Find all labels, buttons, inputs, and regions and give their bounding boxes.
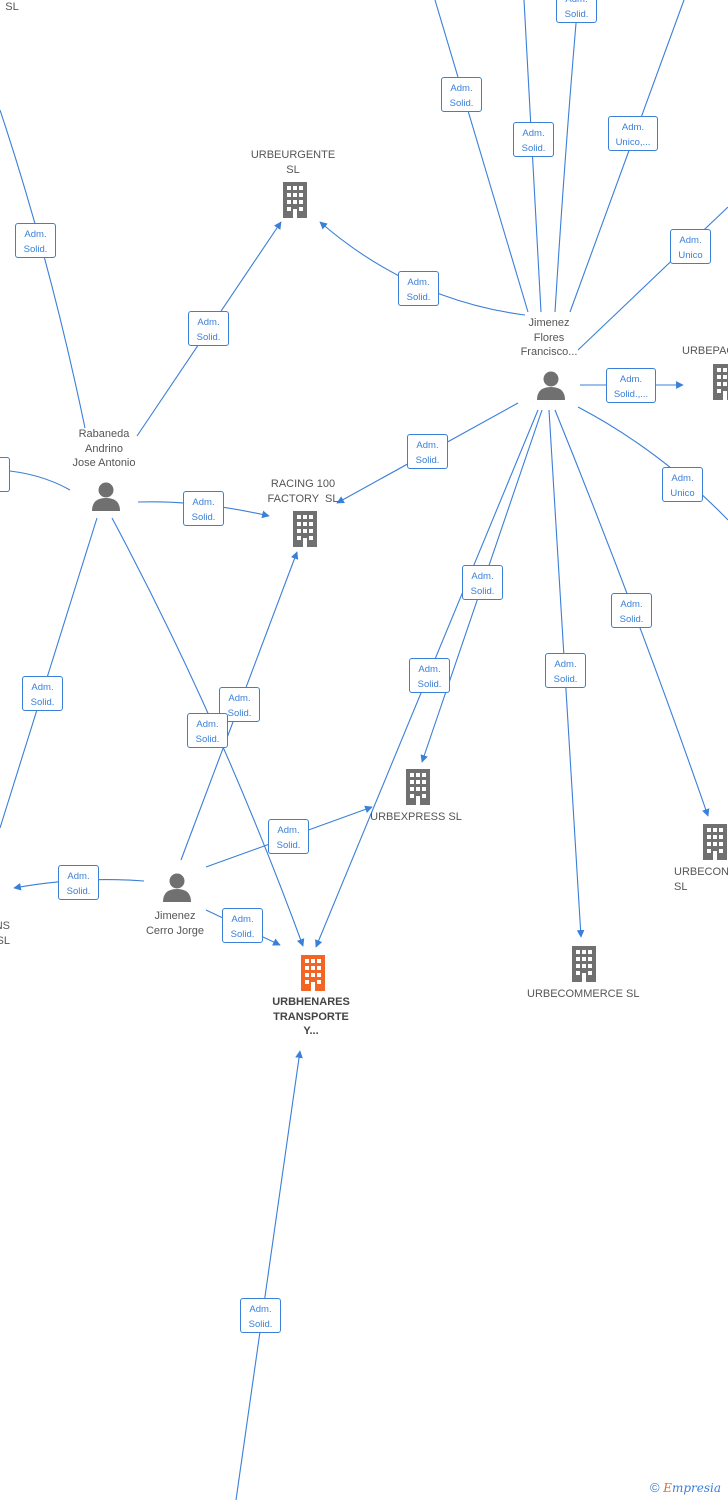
- building-icon[interactable]: [403, 769, 433, 805]
- edge-label[interactable]: Adm. Solid.: [398, 271, 439, 306]
- edge-label[interactable]: Adm. Solid.: [222, 908, 263, 943]
- edge-label[interactable]: Adm. Solid.: [513, 122, 554, 157]
- person-label-jimenez-flores: Jimenez Flores Francisco...: [520, 317, 578, 358]
- company-label-urbexpress: URBEXPRESS SL: [370, 811, 462, 823]
- edge: [523, 0, 542, 313]
- company-label-urbepac: URBEPAC: [682, 345, 728, 357]
- edge-label[interactable]: Adm. Solid.: [187, 713, 228, 748]
- edge-label[interactable]: Adm. Unico: [670, 229, 711, 264]
- edge-label[interactable]: Adm. Unico,...: [608, 116, 658, 151]
- person-label-rabaneda: Rabaneda Andrino Jose Antonio: [72, 428, 136, 469]
- edge: [235, 1050, 303, 1500]
- edge: [0, 469, 71, 491]
- footer-brand: © Empresia: [650, 1480, 721, 1495]
- edge-label[interactable]: Adm. Solid.: [188, 311, 229, 346]
- company-label-top-left: SL: [5, 1, 19, 13]
- person-label-jimenez-cerro: Jimenez Cerro Jorge: [145, 910, 205, 937]
- edge-label[interactable]: Adm. Solid.,...: [606, 368, 656, 403]
- edge: [0, 517, 98, 829]
- edge-label[interactable]: Adm. Solid.: [15, 223, 56, 258]
- company-label-urbeurgente: URBEURGENTE SL: [250, 149, 336, 176]
- edge-label[interactable]: Adm. Solid.: [268, 819, 309, 854]
- edge-label[interactable]: Adm. Solid.: [441, 77, 482, 112]
- building-icon[interactable]: [290, 511, 320, 547]
- person-icon[interactable]: [91, 481, 121, 511]
- edge: [569, 0, 685, 313]
- edge-label[interactable]: Adm. Solid.: [58, 865, 99, 900]
- edge-label[interactable]: Adm. Solid.: [183, 491, 224, 526]
- building-icon[interactable]: [280, 182, 310, 218]
- edge: [577, 406, 728, 521]
- edge-label[interactable]: Adm. Solid.: [407, 434, 448, 469]
- person-icon[interactable]: [536, 370, 566, 400]
- building-icon[interactable]: [298, 955, 328, 991]
- building-icon[interactable]: [700, 824, 728, 860]
- edge: [0, 109, 86, 429]
- edge-label[interactable]: Adm. Solid.: [240, 1298, 281, 1333]
- building-icon[interactable]: [710, 364, 728, 400]
- company-label-racing100: RACING 100 FACTORY SL: [267, 478, 339, 505]
- copyright-symbol: ©: [650, 1480, 660, 1495]
- edge: [554, 0, 579, 313]
- edge-label[interactable]: Adm. Unico: [662, 467, 703, 502]
- building-icon[interactable]: [569, 946, 599, 982]
- company-label-urbecommerce: URBECOMMERCE SL: [527, 988, 640, 1000]
- company-label-urbehenares: URBHENARES TRANSPORTE Y...: [272, 996, 350, 1037]
- edge-label[interactable]: Adm. Solid.: [545, 653, 586, 688]
- company-label-left-ns: NS SL: [0, 920, 10, 947]
- edge-label[interactable]: Adm. Solid.: [409, 658, 450, 693]
- brand-logo: Empresia: [663, 1481, 722, 1495]
- company-label-urbecon: URBECON SL: [674, 866, 728, 893]
- edge-label[interactable]: Adm. Solid.: [462, 565, 503, 600]
- person-icon[interactable]: [162, 872, 192, 902]
- edge-label[interactable]: Adm. Solid.: [556, 0, 597, 23]
- edge: [434, 0, 529, 313]
- edge-label[interactable]: Adm. Solid.: [22, 676, 63, 711]
- edge-label[interactable]: Adm. Solid.: [611, 593, 652, 628]
- edge-label-partial[interactable]: [0, 457, 10, 492]
